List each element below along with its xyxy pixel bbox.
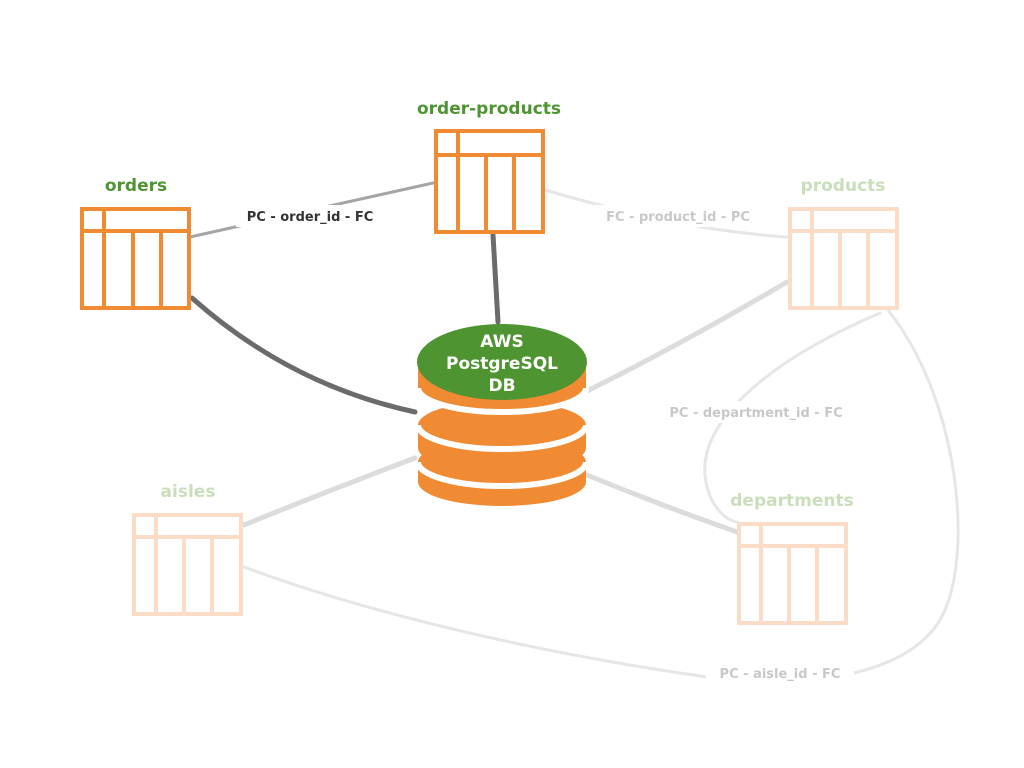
database-icon: AWS PostgreSQL DB: [415, 324, 589, 506]
database-label-line2: PostgreSQL: [446, 354, 558, 374]
relation-label-department-id: PC - department_id - FC: [669, 406, 842, 421]
table-icon: [132, 513, 243, 616]
table-title-departments: departments: [730, 491, 853, 511]
table-orders: orders: [80, 176, 191, 310]
relation-label-product-id: FC - product_id - PC: [606, 210, 750, 225]
connector-products-db: [582, 279, 790, 395]
connector-order-products-db: [490, 232, 501, 325]
table-title-products: products: [801, 176, 886, 196]
connector-db-departments: [584, 472, 740, 535]
table-icon: [788, 207, 899, 310]
table-departments: departments: [730, 491, 854, 625]
connector-orders-db: [189, 295, 418, 415]
database-label-line1: AWS: [480, 332, 523, 352]
table-icon: [434, 129, 545, 234]
relation-label-aisle-id: PC - aisle_id - FC: [720, 667, 841, 682]
table-icon: [737, 522, 848, 625]
table-title-order-products: order-products: [417, 99, 561, 119]
database-label-line3: DB: [488, 376, 515, 396]
table-icon: [80, 207, 191, 310]
table-order-products: order-products: [417, 99, 561, 234]
connector-aisles-db: [241, 455, 418, 528]
table-title-orders: orders: [105, 176, 167, 196]
relation-label-order-id: PC - order_id - FC: [247, 210, 374, 225]
relation-labels: PC - order_id - FC FC - product_id - PC …: [236, 205, 854, 684]
table-title-aisles: aisles: [161, 482, 216, 502]
table-products: products: [788, 176, 899, 310]
connector-products-departments: [703, 311, 882, 524]
table-aisles: aisles: [132, 482, 243, 616]
